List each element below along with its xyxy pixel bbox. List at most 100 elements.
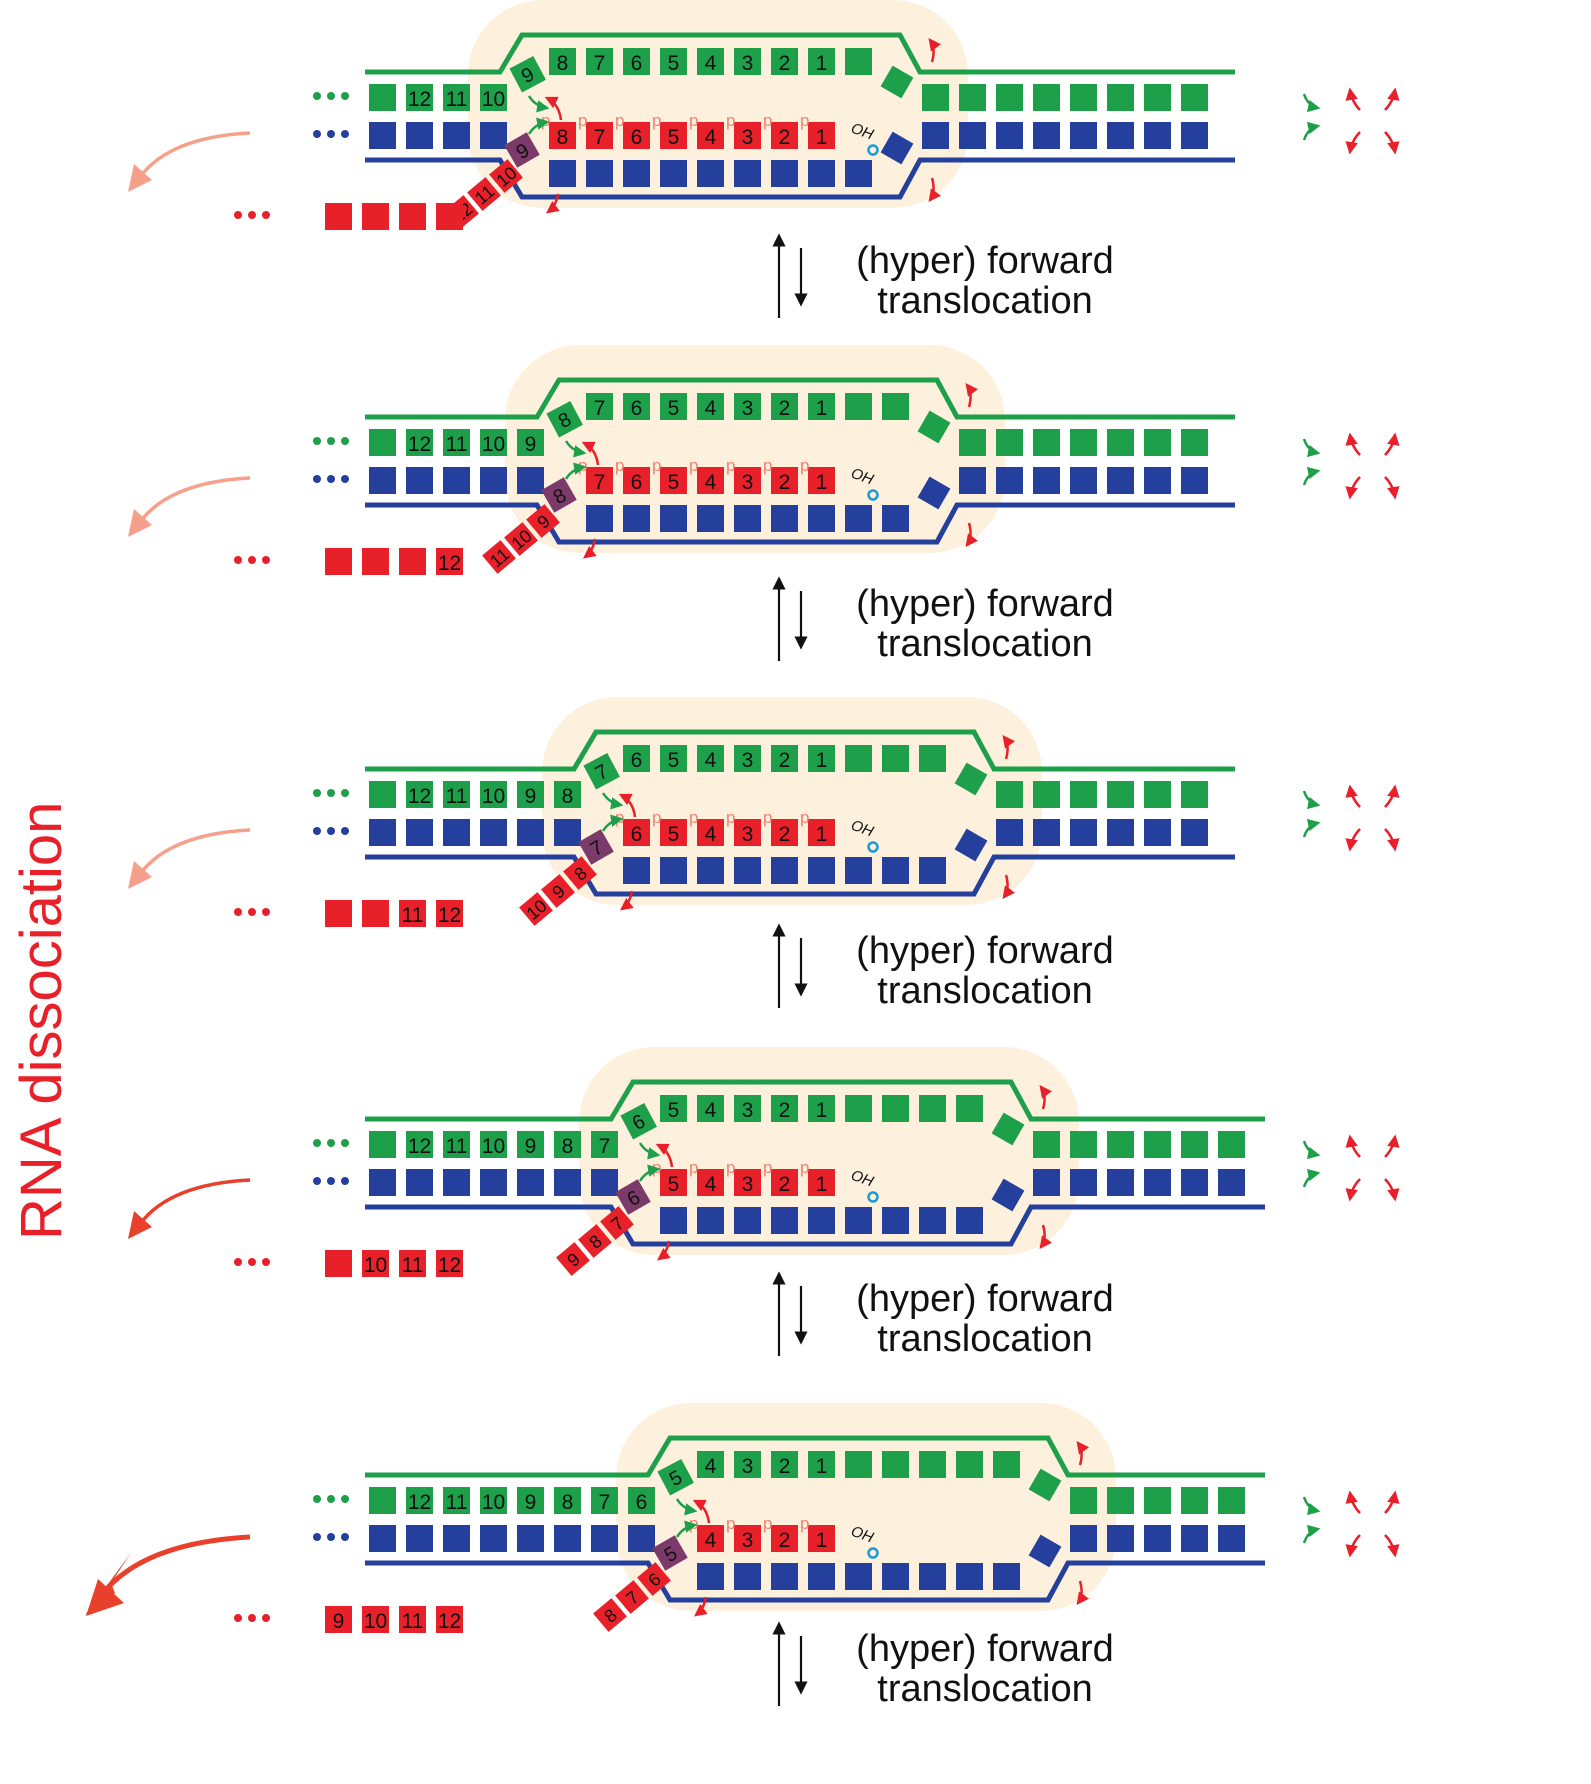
base-number: 6	[631, 749, 643, 772]
template-exit-square	[504, 132, 540, 168]
downstream-template-base	[996, 467, 1023, 494]
downstream-edge-template	[880, 131, 914, 165]
active-site-marker	[867, 1191, 879, 1203]
step-label-line-1: (hyper) forward	[856, 240, 1114, 282]
phosphate-label: p	[689, 808, 698, 827]
base-number: 2	[779, 1455, 791, 1478]
template-exit-base: 7	[578, 829, 614, 865]
bubble-template-base	[697, 857, 724, 884]
curl-arrow	[1384, 87, 1400, 111]
rotation-arrow	[581, 441, 600, 466]
rna-exit-base: 8	[593, 1598, 627, 1632]
bubble-nontemplate-base	[808, 393, 835, 420]
bubble-nontemplate-base	[586, 393, 613, 420]
bubble-template-base	[734, 1207, 761, 1234]
upstream-nontemplate-base	[554, 1487, 581, 1514]
downstream-template-base	[1181, 122, 1208, 149]
continuation-dot	[327, 827, 335, 835]
nontemplate-edge-square	[583, 752, 620, 790]
downstream-template-base	[959, 122, 986, 149]
hybrid-rna-base	[660, 122, 687, 149]
bubble-nontemplate-base	[734, 745, 761, 772]
curl-arrow	[1345, 1134, 1361, 1158]
base-number: 10	[482, 433, 505, 456]
base-number: 5	[668, 397, 680, 420]
rna-exit-square	[482, 540, 516, 574]
base-number: 2	[779, 397, 791, 420]
curl-arrow	[1384, 1490, 1400, 1514]
rna-exit-base	[436, 548, 463, 575]
step-label-line-2: translocation	[877, 623, 1092, 665]
bubble-template-base	[734, 505, 761, 532]
continuation-dot	[248, 211, 256, 219]
upstream-nontemplate-base	[443, 429, 470, 456]
base-number: 3	[742, 823, 754, 846]
downstream-nontemplate-base	[1218, 1131, 1245, 1158]
curl-arrow	[1302, 1140, 1321, 1160]
bubble-nontemplate-base	[771, 393, 798, 420]
bubble-nontemplate-base	[586, 48, 613, 75]
base-number: 4	[705, 1529, 717, 1552]
base-number: 11	[402, 1254, 424, 1277]
released-rna-base	[399, 548, 426, 575]
base-number: 12	[408, 88, 431, 111]
rna-exit-square	[541, 874, 575, 908]
phosphate-label: p	[800, 111, 809, 130]
rna-exit-base: 7	[600, 1206, 634, 1240]
base-number: 11	[402, 904, 424, 927]
base-number: 2	[779, 1099, 791, 1122]
continuation-dot	[248, 556, 256, 564]
downstream-nontemplate-base	[1070, 1131, 1097, 1158]
upstream-nontemplate-base	[369, 1487, 396, 1514]
continuation-dot	[262, 908, 270, 916]
phosphate-label: p	[726, 111, 735, 130]
curl-arrow	[1302, 1524, 1321, 1544]
bubble-template-base	[586, 505, 613, 532]
downstream-template-base	[996, 819, 1023, 846]
base-number: 10	[482, 88, 505, 111]
base-number: 6	[631, 471, 643, 494]
downstream-nontemplate-base	[1181, 429, 1208, 456]
hybrid-rna-base	[549, 122, 576, 149]
rna-exit-square	[556, 1242, 590, 1276]
rna-exit-square	[519, 892, 553, 926]
template-exit-base: 9	[504, 132, 540, 168]
hybrid-rna-base	[697, 467, 724, 494]
rotation-arrow	[527, 117, 550, 135]
rotation-arrow	[1002, 874, 1015, 900]
continuation-dot	[341, 437, 349, 445]
base-number: 12	[408, 785, 431, 808]
bubble-nontemplate-base	[919, 1095, 946, 1122]
phosphate-label: p	[800, 808, 809, 827]
bubble-template-base	[919, 857, 946, 884]
downstream-template-base	[1144, 819, 1171, 846]
rna-exit-base	[436, 1606, 463, 1633]
upstream-nontemplate-base	[443, 1131, 470, 1158]
rotation-arrow	[965, 522, 978, 548]
hybrid-rna-base	[808, 1525, 835, 1552]
dissociation-arrow	[138, 828, 251, 876]
continuation-dot	[313, 789, 321, 797]
upstream-template-base	[406, 1169, 433, 1196]
released-rna-base	[399, 203, 426, 230]
continuation-dot	[341, 130, 349, 138]
curl-arrow	[1345, 784, 1361, 808]
downstream-nontemplate-base	[1107, 84, 1134, 111]
active-site-marker	[867, 489, 879, 501]
template-strand-backbone	[365, 854, 1235, 897]
base-number: 9	[525, 785, 537, 808]
phosphate-label: p	[578, 456, 587, 475]
curl-arrow	[1345, 1490, 1361, 1514]
base-number: 2	[779, 471, 791, 494]
oh-label: OH	[849, 465, 876, 489]
rna-exit-base	[436, 1250, 463, 1277]
base-number: 9	[333, 1610, 345, 1633]
dissociation-arrow-head	[128, 861, 152, 889]
bubble-nontemplate-base	[845, 745, 872, 772]
downstream-nontemplate-base	[959, 429, 986, 456]
downstream-template-base	[1107, 1525, 1134, 1552]
upstream-template-base	[480, 467, 507, 494]
continuation-dot	[248, 1258, 256, 1266]
phosphate-label: p	[615, 456, 624, 475]
hybrid-rna-base	[808, 1169, 835, 1196]
